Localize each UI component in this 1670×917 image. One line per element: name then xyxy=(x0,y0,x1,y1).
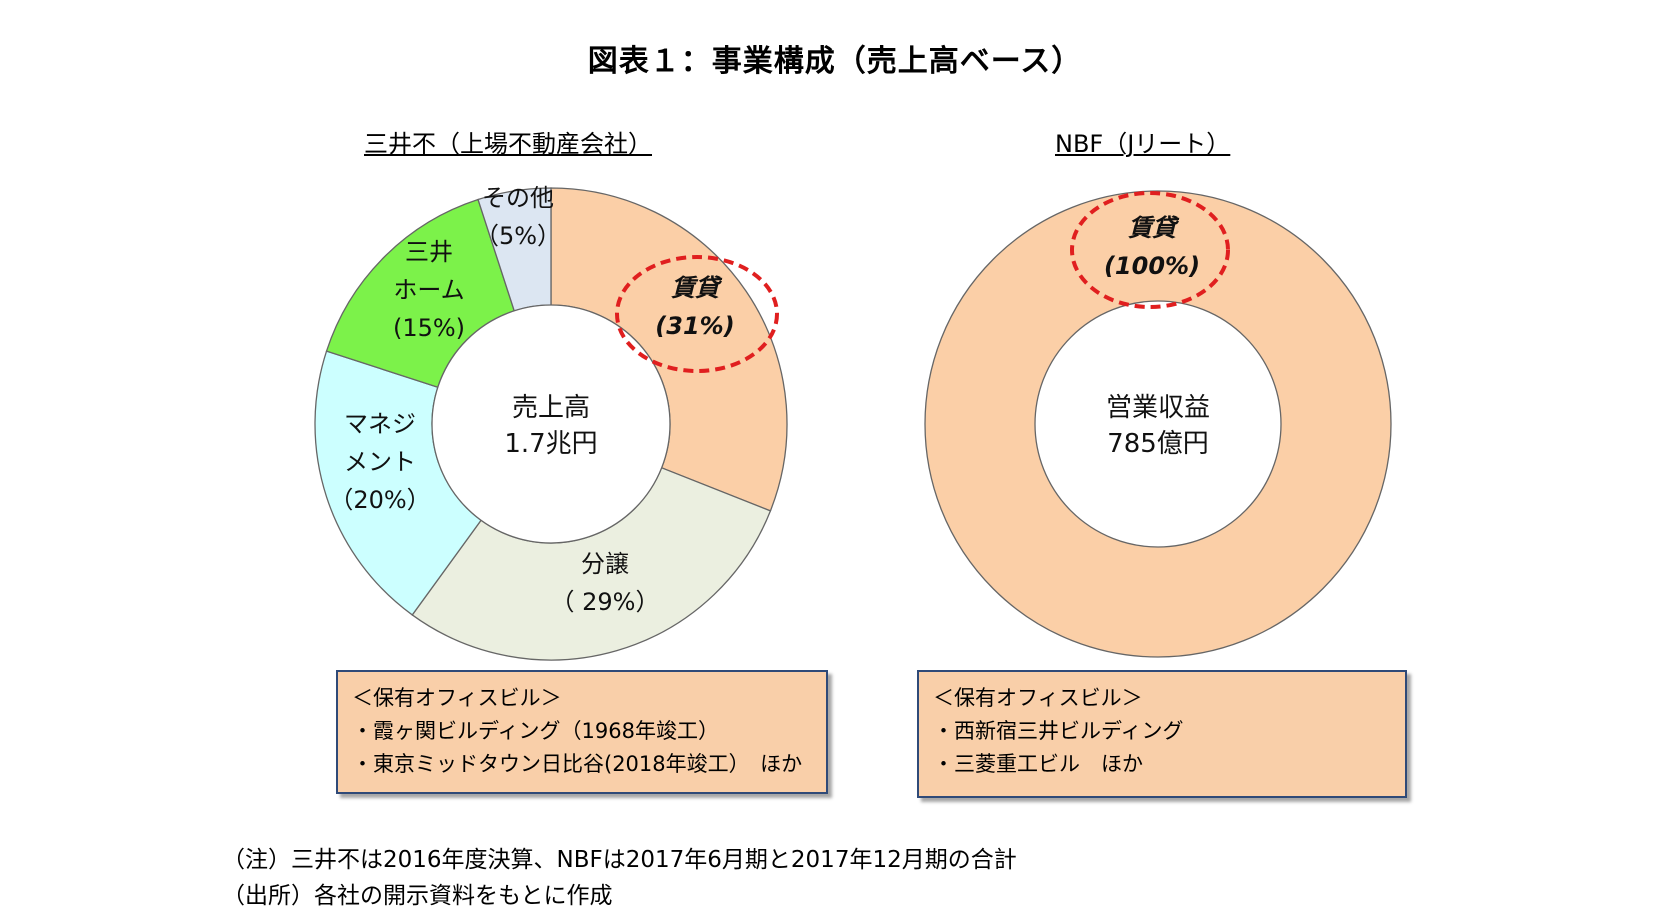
center-label: 売上高 xyxy=(512,393,590,423)
page-title: 図表１：事業構成（売上高ベース） xyxy=(587,44,1083,79)
office-box-left-item: ・霞ヶ関ビルディング（1968年竣工） xyxy=(352,719,719,743)
slice-label-マネジメント: （20%） xyxy=(329,486,430,514)
office-box-left-heading: ＜保有オフィスビル＞ xyxy=(352,686,562,710)
chart-right-title: NBF（Jリート） xyxy=(1055,130,1231,158)
slice-label-分譲: 分譲 xyxy=(581,550,629,578)
highlight-ellipse xyxy=(1070,191,1230,309)
chart-left-title: 三井不（上場不動産会社） xyxy=(364,130,652,158)
donut-outline xyxy=(924,190,1392,658)
office-box-right-heading: ＜保有オフィスビル＞ xyxy=(933,686,1143,710)
donut-hole xyxy=(431,304,671,544)
footnote-note: （注）三井不は2016年度決算、NBFは2017年6月期と2017年12月期の合… xyxy=(222,847,1017,873)
office-box-left: ＜保有オフィスビル＞ ・霞ヶ関ビルディング（1968年竣工） ・東京ミッドタウン… xyxy=(336,670,828,794)
slice-label-マネジメント: メント xyxy=(344,448,416,476)
center-label: 1.7兆円 xyxy=(504,429,597,459)
footnote-source: （出所）各社の開示資料をもとに作成 xyxy=(222,883,613,909)
office-box-right: ＜保有オフィスビル＞ ・西新宿三井ビルディング ・三菱重工ビル ほか xyxy=(917,670,1407,798)
slice-label-マネジメント: マネジ xyxy=(344,410,416,438)
donut-chart-nbf: 賃貸 (100%) 営業収益 785億円 xyxy=(924,190,1392,658)
donut-slice-賃貸 xyxy=(925,191,1391,657)
slice-label-三井ホーム: (15%) xyxy=(393,314,465,342)
slice-label-賃貸: (100%) xyxy=(1104,252,1200,280)
center-label: 営業収益 xyxy=(1106,393,1210,423)
slice-label-三井ホーム: 三井 xyxy=(405,238,453,266)
slice-label-その他: （5%） xyxy=(475,222,561,250)
office-box-right-item: ・三菱重工ビル ほか xyxy=(933,752,1143,776)
slice-label-分譲: （ 29%） xyxy=(551,588,660,616)
slice-label-賃貸: 賃貸 xyxy=(1128,214,1180,242)
slice-label-その他: その他 xyxy=(482,184,554,212)
highlight-ellipse xyxy=(615,255,779,373)
center-label: 785億円 xyxy=(1107,429,1209,459)
office-box-left-item: ・東京ミッドタウン日比谷(2018年竣工） ほか xyxy=(352,752,803,776)
slice-label-賃貸: (31%) xyxy=(655,312,734,340)
footnotes: （注）三井不は2016年度決算、NBFは2017年6月期と2017年12月期の合… xyxy=(222,842,1017,914)
donut-hole xyxy=(1034,300,1282,548)
slice-label-賃貸: 賃貸 xyxy=(671,274,723,302)
slice-label-三井ホーム: ホーム xyxy=(393,276,464,304)
office-box-right-item: ・西新宿三井ビルディング xyxy=(933,719,1184,743)
